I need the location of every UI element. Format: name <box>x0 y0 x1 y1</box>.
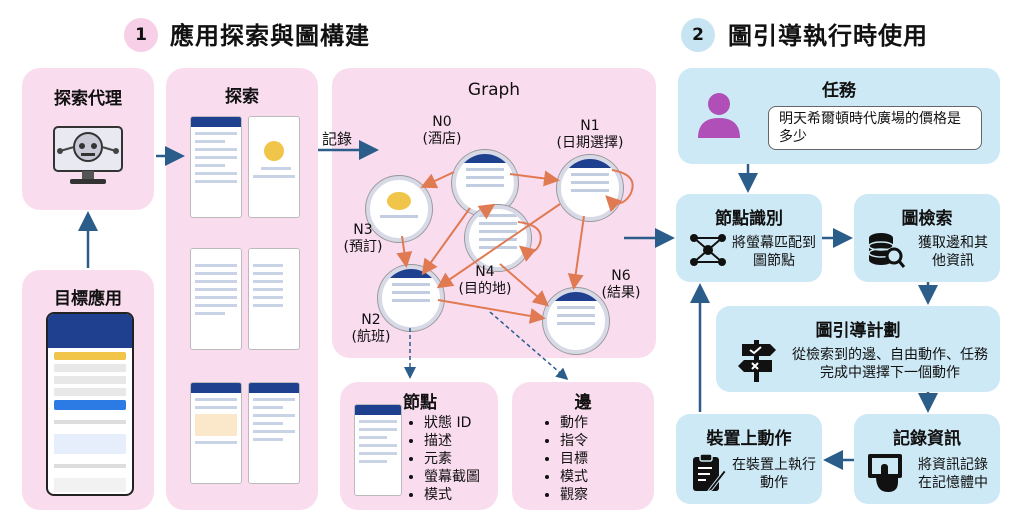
target-app-box: 目標應用 <box>22 270 154 510</box>
device-action-title: 裝置上動作 <box>706 429 792 449</box>
graph-retrieval-title: 圖檢索 <box>901 209 953 229</box>
device-action-text: 在裝置上執行動作 <box>732 457 816 491</box>
section1-title: 應用探索與圖構建 <box>170 22 370 50</box>
user-icon <box>698 93 740 138</box>
graph-node-label: N6(結果) <box>601 268 641 301</box>
graph-node-n6 <box>543 288 609 354</box>
graph-plan-text: 從檢索到的邊、自由動作、任務完成中選擇下一個動作 <box>792 347 988 381</box>
explore-box: 探索 <box>166 68 318 510</box>
device-action-box: 裝置上動作 在裝置上執行動作 <box>676 414 822 504</box>
nodes-detail-box: 節點 狀態 ID 描述 元素 螢幕截圖 模式 <box>340 382 498 510</box>
clipboard-pen-icon <box>693 453 727 494</box>
section2-number: 2 <box>681 18 715 52</box>
explore-agent-title: 探索代理 <box>54 89 122 109</box>
node-identification-box: 節點識別 將螢幕匹配到圖節點 <box>676 194 822 282</box>
robot-monitor-icon <box>53 126 123 184</box>
graph-edge <box>499 263 550 307</box>
record-label: 記錄 <box>322 130 353 148</box>
list-item: 目標 <box>560 450 588 468</box>
graph-edge-self-loop <box>605 169 634 213</box>
section2-title: 圖引導執行時使用 <box>728 22 928 50</box>
task-text: 明天希爾頓時代廣場的價格是多少 <box>768 106 982 150</box>
edges-detail-list: 動作 指令 目標 模式 觀察 <box>542 414 588 504</box>
graph-plan-title: 圖引導計劃 <box>815 321 901 341</box>
graph-node-label: N2(航班) <box>351 312 391 345</box>
graph-node-label: N1(日期選擇) <box>556 118 624 151</box>
graph-plan-box: 圖引導計劃 從檢索到的邊、自由動作、任務完成中選擇下一個動作 <box>716 306 1000 392</box>
graph-title: Graph <box>467 80 521 100</box>
graph-node-label: N0(酒店) <box>422 114 462 147</box>
node-identification-text: 將螢幕匹配到圖節點 <box>732 235 816 269</box>
list-item: 元素 <box>424 450 480 468</box>
list-item: 觀察 <box>560 486 588 504</box>
list-item: 螢幕截圖 <box>424 468 480 486</box>
database-search-icon <box>868 233 906 268</box>
touch-screen-icon <box>868 454 902 492</box>
arrow-edge-detail <box>489 311 569 380</box>
explore-agent-box: 探索代理 <box>22 68 154 210</box>
list-item: 動作 <box>560 414 588 432</box>
phone-mockup <box>46 312 134 496</box>
list-item: 模式 <box>424 486 480 504</box>
graph-node-label: N3(預訂) <box>343 222 383 255</box>
node-screenshot <box>354 404 402 496</box>
explore-screenshot <box>248 248 300 350</box>
graph-edge <box>437 299 546 324</box>
list-item: 指令 <box>560 432 588 450</box>
graph-edge <box>421 207 471 276</box>
graph-network-icon <box>690 234 726 266</box>
explore-screenshot <box>248 116 300 218</box>
graph-node-n3 <box>366 176 432 242</box>
section1-number: 1 <box>124 18 158 52</box>
signpost-icon <box>738 340 776 382</box>
record-info-box: 記錄資訊 將資訊記錄在記憶體中 <box>854 414 1000 504</box>
graph-retrieval-text: 獲取邊和其他資訊 <box>918 235 988 269</box>
nodes-detail-title: 節點 <box>403 393 437 413</box>
graph-edge <box>396 235 413 268</box>
explore-screenshot <box>190 382 242 484</box>
explore-title: 探索 <box>225 87 259 107</box>
graph-edge-self-loop <box>517 221 542 262</box>
graph-node-n0 <box>452 150 518 216</box>
graph-node-label: N4(目的地) <box>458 264 512 297</box>
explore-screenshot <box>248 382 300 484</box>
edges-detail-box: 邊 動作 指令 目標 模式 觀察 <box>512 382 654 510</box>
graph-edge <box>567 215 585 290</box>
record-info-text: 將資訊記錄在記憶體中 <box>918 457 988 491</box>
task-title: 任務 <box>822 81 856 101</box>
list-item: 模式 <box>560 468 588 486</box>
record-info-title: 記錄資訊 <box>893 429 961 449</box>
explore-screenshot <box>190 116 242 218</box>
list-item: 狀態 ID <box>424 414 480 432</box>
graph-retrieval-box: 圖檢索 獲取邊和其他資訊 <box>854 194 1000 282</box>
graph-edge <box>509 170 560 187</box>
graph-node-n1 <box>557 155 623 221</box>
nodes-detail-list: 狀態 ID 描述 元素 螢幕截圖 模式 <box>406 414 480 504</box>
task-box: 任務 明天希爾頓時代廣場的價格是多少 <box>678 68 1000 164</box>
explore-screenshot <box>190 248 242 350</box>
graph-edge <box>436 203 561 289</box>
graph-edge <box>477 203 496 220</box>
edges-detail-title: 邊 <box>574 393 592 413</box>
node-identification-title: 節點識別 <box>715 209 783 229</box>
list-item: 描述 <box>424 432 480 450</box>
target-app-title: 目標應用 <box>54 289 122 309</box>
graph-edge <box>420 171 455 189</box>
